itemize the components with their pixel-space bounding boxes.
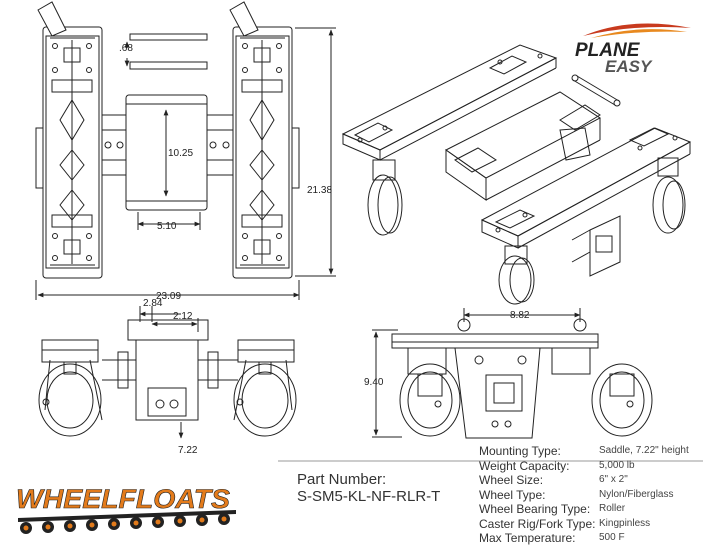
dim-2309: 23.09 [156,291,181,302]
left-rail [35,1,103,279]
part-number-value: S-SM5-KL-NF-RLR-T [297,488,441,505]
spec-value: Nylon/Fiberglass [599,488,674,500]
side-right-wheel [591,363,653,437]
dim-212: 2.12 [173,311,193,322]
iso-rear-rail [341,44,558,161]
plane-easy-logo: PLANE EASY [575,23,691,72]
side-left-wheel [399,363,461,437]
spec-label: Weight Capacity: [479,458,570,473]
dim-284: 2.84 [143,298,163,309]
spec-row: Weight Capacity: 5,000 lb [479,459,689,474]
spec-row: Mounting Type: Saddle, 7.22" height [479,444,689,459]
spec-table: Mounting Type: Saddle, 7.22" height Weig… [479,444,689,546]
part-number-label: Part Number: [297,471,387,488]
spec-value: Saddle, 7.22" height [599,445,689,456]
swoosh-icon [583,23,691,36]
spec-row: Caster Rig/Fork Type: Kingpinless [479,517,689,532]
right-caster [233,339,297,437]
iso-center-link [571,215,621,277]
center-saddle [101,94,234,211]
spec-value: Roller [599,503,626,514]
side-frame [391,318,599,439]
dim-2138: 21.38 [307,185,332,196]
left-caster [38,339,103,437]
spec-label: Mounting Type: [479,444,561,458]
center-bracket-front [102,319,238,421]
spec-label: Caster Rig/Fork Type: [479,516,596,531]
dim-940: 9.40 [364,377,384,388]
spec-value: 5,000 lb [599,459,635,471]
dim-1025: 10.25 [168,148,193,159]
dim-068: .68 [119,43,133,54]
side-view [372,308,653,439]
iso-saddle [445,91,601,201]
spec-row: Max Temperature: 500 F [479,531,689,546]
spec-label: Max Temperature: [479,531,576,545]
spec-row: Wheel Size: 6" x 2" [479,473,689,488]
plane-text: PLANE [575,40,641,61]
spec-label: Wheel Bearing Type: [479,502,591,516]
wheelfloats-logo: WHEELFLOATS [16,484,236,534]
wheel-row-icon [18,510,236,534]
spec-row: Wheel Bearing Type: Roller [479,502,689,517]
right-rail [229,1,300,279]
iso-pin [571,74,621,107]
iso-wheels [367,157,686,305]
front-view [38,306,297,439]
dim-722: 7.22 [178,445,198,456]
wheelfloats-text: WHEELFLOATS [16,484,230,514]
isometric-view [341,44,692,305]
dim-882: 8.82 [510,310,530,321]
spec-label: Wheel Size: [479,473,544,487]
spec-value: 6" x 2" [599,474,628,485]
spec-value: Kingpinless [599,517,651,529]
dim-510: 5.10 [157,221,177,232]
axle-pin [129,33,208,70]
spec-value: 500 F [599,532,625,543]
iso-front-rail [480,127,692,249]
spec-label: Wheel Type: [479,487,546,502]
spec-row: Wheel Type: Nylon/Fiberglass [479,488,689,503]
top-view [35,1,336,300]
easy-text: EASY [605,57,653,72]
